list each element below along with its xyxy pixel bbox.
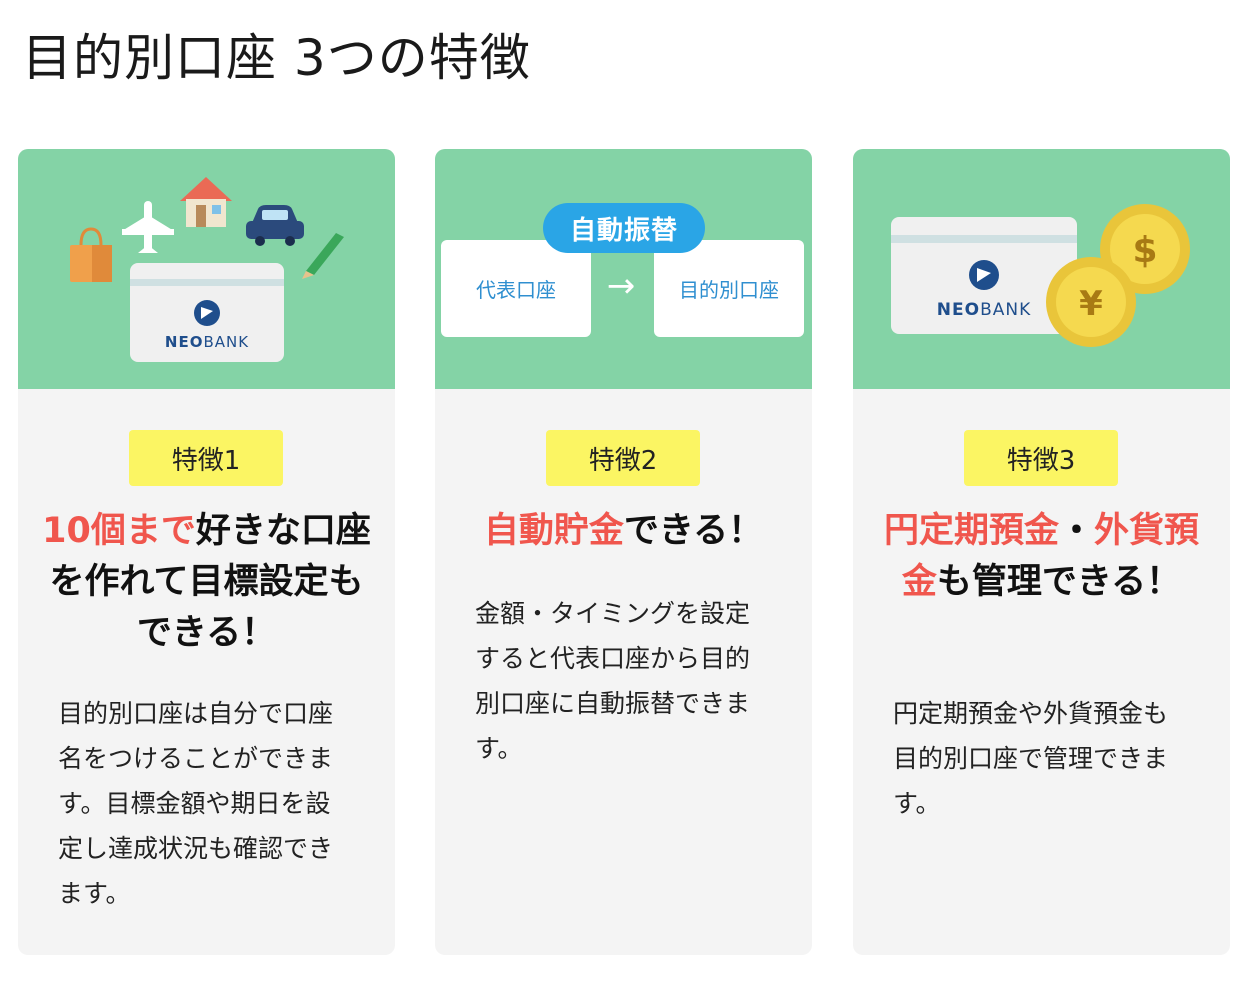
feature-3-description: 円定期預金や外貨預金も目的別口座で管理できます。 [893, 699, 1169, 818]
svg-text:NEOBANK: NEOBANK [937, 300, 1031, 320]
feature-2-headline: 自動貯金できる！ [459, 506, 788, 557]
feature-1-headline: 10個まで好きな口座を作れて目標設定もできる！ [42, 506, 371, 659]
feature-card-1: NEOBANK 特徴1 10個まで好きな口座を作れて目標設定もできる！ 目的別口… [18, 149, 395, 955]
auto-transfer-pill: 自動振替 [543, 203, 705, 253]
feature-1-headline-rest: 好きな口座を作れて目標設定もできる！ [49, 511, 371, 653]
transfer-to-account: 目的別口座 [654, 240, 804, 337]
feature-3-headline-highlight: 円定期預金 [883, 511, 1059, 551]
feature-1-badge: 特徴1 [129, 430, 283, 486]
feature-3-illustration: NEOBANK $ ¥ [853, 149, 1230, 389]
feature-3-headline: 円定期預金・外貨預金も管理できる！ [877, 506, 1206, 608]
feature-2-headline-rest: できる！ [623, 511, 764, 551]
feature-3-headline-mid: ・ [1058, 511, 1094, 551]
feature-3-headline-rest: も管理できる！ [936, 562, 1182, 602]
bank-card-icon: NEOBANK [891, 217, 1077, 334]
house-icon [180, 177, 232, 227]
page-title: 目的別口座 3つの特徴 [22, 29, 531, 87]
bank-card-icon: NEOBANK [130, 263, 284, 362]
feature-card-3: NEOBANK $ ¥ 特徴3 円定期預金・外貨預金も管理できる！ 円定期預金や… [853, 149, 1230, 955]
bank-card-label-bold: NEO [165, 333, 204, 351]
pencil-icon [302, 233, 344, 279]
feature-3-badge: 特徴3 [964, 430, 1118, 486]
transfer-from-account: 代表口座 [441, 240, 591, 337]
feature-2-illustration: 代表口座 → 目的別口座 自動振替 [435, 149, 812, 389]
dollar-symbol: $ [1132, 230, 1157, 271]
feature-card-2: 代表口座 → 目的別口座 自動振替 特徴2 自動貯金できる！ 金額・タイミングを… [435, 149, 812, 955]
feature-2-badge: 特徴2 [546, 430, 700, 486]
airplane-icon [122, 201, 174, 253]
shopping-bag-icon [70, 227, 112, 282]
feature-1-headline-highlight: 10個まで [42, 511, 196, 551]
feature-1-illustration: NEOBANK [18, 149, 395, 389]
feature-2-description: 金額・タイミングを設定すると代表口座から目的別口座に自動振替できます。 [475, 599, 751, 763]
feature-2-headline-highlight: 自動貯金 [483, 511, 624, 551]
yen-coin-icon: ¥ [1046, 257, 1136, 347]
transfer-arrow-icon: → [606, 266, 636, 306]
svg-text:NEOBANK: NEOBANK [165, 333, 249, 351]
bank-card-label-light-2: BANK [980, 300, 1031, 320]
bank-card-label-bold-2: NEO [937, 300, 980, 320]
car-icon [246, 205, 304, 246]
feature-1-description: 目的別口座は自分で口座名をつけることができます。目標金額や期日を設定し達成状況も… [58, 699, 334, 908]
feature-3-headline-highlight-2: 外貨預金 [901, 511, 1200, 602]
bank-card-label-light: BANK [203, 333, 249, 351]
yen-symbol: ¥ [1079, 284, 1103, 324]
